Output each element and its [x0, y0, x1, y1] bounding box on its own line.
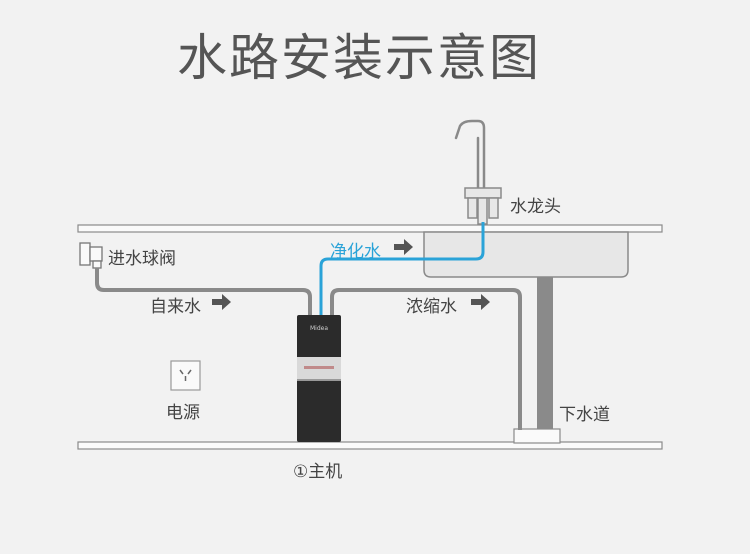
- faucet-label: 水龙头: [510, 197, 561, 217]
- drain-base: [513, 428, 561, 444]
- inlet-valve-label: 进水球阀: [108, 249, 176, 269]
- purified-water-pipe: [319, 222, 485, 315]
- concentrate-water-label: 浓缩水: [406, 297, 457, 317]
- right-arrow-icon: [394, 239, 413, 255]
- tap-water-label: 自来水: [150, 297, 201, 317]
- device-brand: Midea: [310, 325, 328, 332]
- countertop: [77, 224, 663, 233]
- tap-water-pipe: [95, 268, 312, 315]
- sink-basin: [423, 231, 629, 278]
- concentrate-water-pipe: [330, 288, 522, 430]
- page-title: 水路安装示意图: [177, 29, 541, 87]
- ball-valve-icon: [79, 242, 103, 269]
- drain-pipe: [537, 277, 553, 430]
- power-label: 电源: [166, 403, 200, 423]
- power-outlet-icon: [170, 360, 201, 391]
- purified-water-label: 净化水: [330, 242, 381, 262]
- main-unit-label: ①主机: [293, 462, 343, 482]
- faucet: [454, 119, 502, 225]
- main-unit: [297, 315, 341, 442]
- cabinet-floor: [77, 441, 663, 450]
- drain-label: 下水道: [559, 405, 610, 425]
- right-arrow-icon: [212, 294, 231, 310]
- right-arrow-icon: [471, 294, 490, 310]
